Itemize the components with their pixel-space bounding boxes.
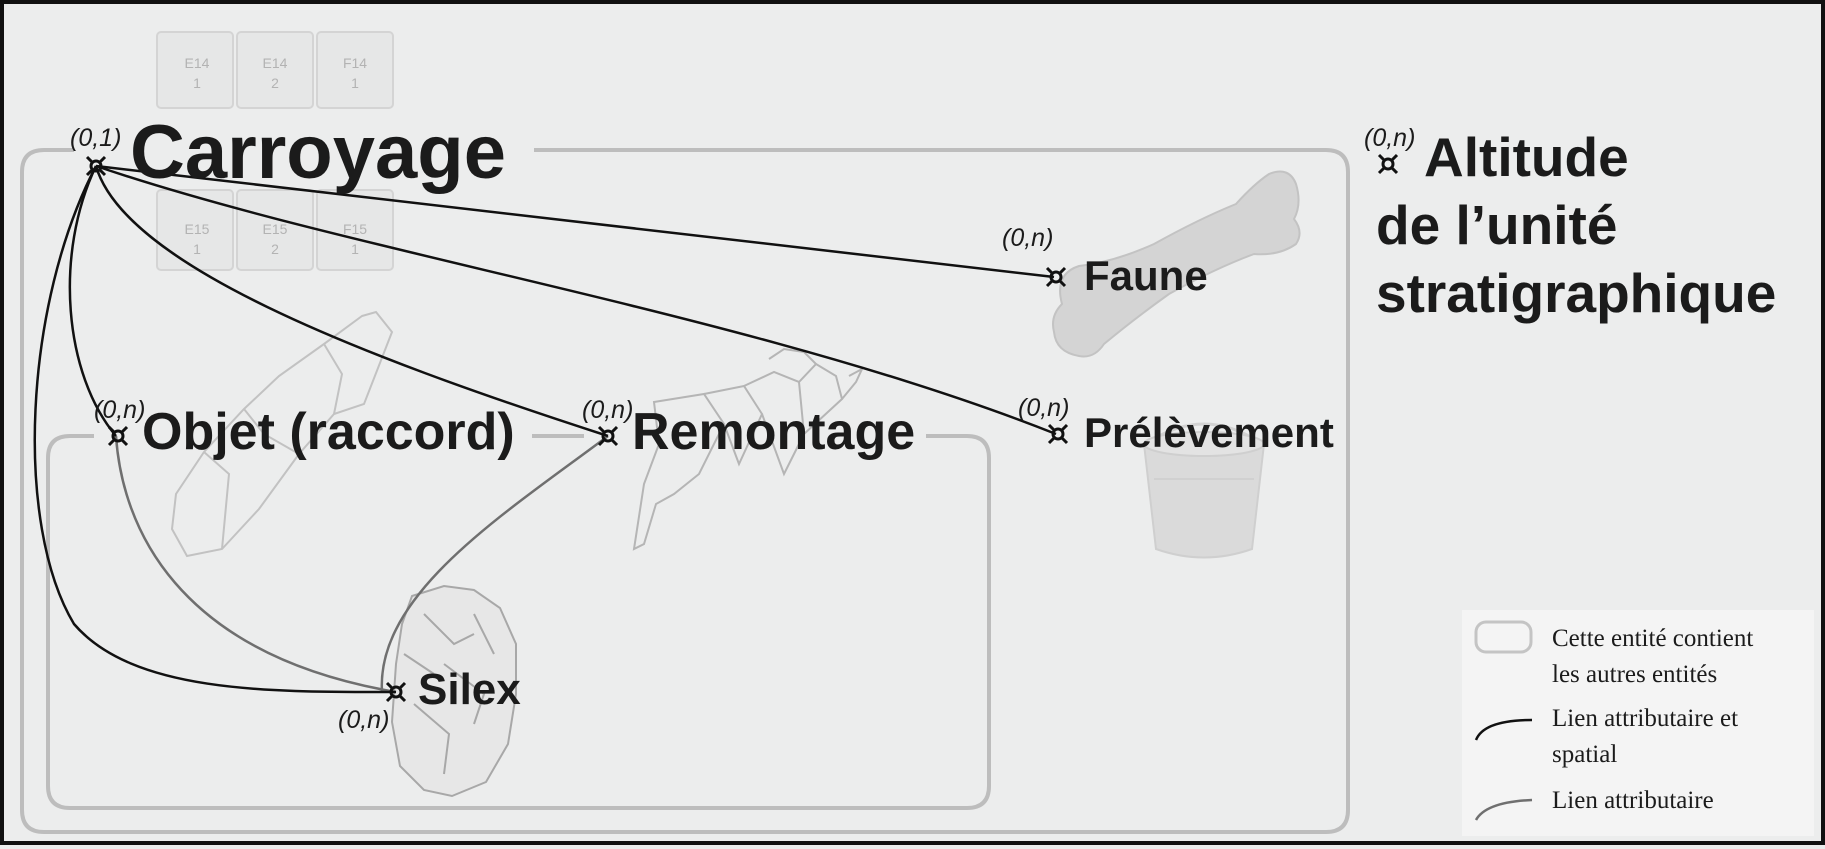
carroyage-container xyxy=(20,148,1350,834)
grid-cell xyxy=(156,189,234,271)
entity-cardinality: (0,1) xyxy=(70,124,121,152)
carroyage-grid xyxy=(156,31,394,271)
legend-spatial-label: spatial xyxy=(1552,741,1617,768)
grid-cell xyxy=(156,31,234,109)
legend-container-label: Cette entité contient xyxy=(1552,625,1753,652)
legend-spatial-swatch xyxy=(1474,718,1533,741)
spatial-link-carroyage-objet xyxy=(68,165,117,437)
legend: Cette entité contient les autres entités… xyxy=(1462,610,1814,836)
grid-cell-col: F15 xyxy=(343,221,367,237)
grid-cell-col: F14 xyxy=(343,55,367,71)
entity-name: Prélèvement xyxy=(1084,409,1334,456)
entity-cardinality: (0,n) xyxy=(338,706,389,734)
grid-cell xyxy=(236,31,314,109)
entity-name-line: stratigraphique xyxy=(1376,262,1776,324)
grid-cell-col: E14 xyxy=(263,55,288,71)
grid-cell-row: 2 xyxy=(271,75,279,91)
connector-icon xyxy=(1377,153,1399,175)
core-icon xyxy=(390,584,517,798)
bucket-icon xyxy=(1142,422,1266,559)
entity-name-line: Altitude xyxy=(1424,126,1629,188)
legend-container-swatch xyxy=(1474,620,1533,654)
entity-cardinality: (0,n) xyxy=(1364,124,1415,152)
flint-tool-icon xyxy=(170,310,394,558)
entity-cardinality: (0,n) xyxy=(1002,224,1053,252)
entity-relationship-diagram: E14 1 E14 2 F14 1 E15 1 E15 2 F15 1 xyxy=(20,31,1814,836)
grid-cell-col: E15 xyxy=(185,221,210,237)
entity-carroyage: Carroyage (0,1) xyxy=(70,110,506,195)
legend-spatial-label: Lien attributaire et xyxy=(1552,705,1738,732)
legend-container-label: les autres entités xyxy=(1552,661,1717,688)
entity-cardinality: (0,n) xyxy=(1018,394,1069,422)
connector-icon xyxy=(1045,266,1067,288)
entity-remontage: Remontage (0,n) xyxy=(582,396,915,461)
legend-background xyxy=(1462,610,1814,836)
connector-icon xyxy=(107,425,129,447)
grid-cell xyxy=(316,31,394,109)
grid-cell-row: 1 xyxy=(351,75,359,91)
entity-faune: Faune (0,n) xyxy=(1002,224,1208,299)
grid-cell-row: 1 xyxy=(193,75,201,91)
entity-prelevement: Prélèvement (0,n) xyxy=(1018,394,1334,456)
spatial-link-carroyage-prelevement xyxy=(95,164,1057,436)
attribute-link-objet-silex xyxy=(114,435,397,694)
grid-labels: E14 1 E14 2 F14 1 E15 1 E15 2 F15 1 xyxy=(185,55,368,257)
connector-icon xyxy=(1047,423,1069,445)
entity-name: Silex xyxy=(418,665,521,714)
entity-name: Remontage xyxy=(632,403,915,461)
entity-cardinality: (0,n) xyxy=(94,396,145,424)
entity-altitude: Altitude de l’unité stratigraphique (0,n… xyxy=(1364,124,1776,324)
grid-cell xyxy=(236,189,314,271)
spatial-link-carroyage-faune xyxy=(95,164,1055,279)
objet-container xyxy=(46,434,991,810)
entity-name-line: de l’unité xyxy=(1376,194,1617,256)
attribute-link-remontage-silex xyxy=(380,434,609,693)
entity-objet: Objet (raccord) (0,n) xyxy=(94,396,515,461)
legend-attribute-swatch xyxy=(1474,798,1533,821)
spatial-link-carroyage-remontage xyxy=(94,165,609,438)
bone-icon xyxy=(1052,170,1301,358)
entity-cardinality: (0,n) xyxy=(582,396,633,424)
grid-cell-row: 1 xyxy=(193,241,201,257)
grid-cell-row: 1 xyxy=(351,241,359,257)
grid-cell-col: E15 xyxy=(263,221,288,237)
entity-name: Carroyage xyxy=(130,110,506,195)
entity-name: Faune xyxy=(1084,252,1208,299)
entity-silex: Silex (0,n) xyxy=(338,665,521,734)
legend-attribute-label: Lien attributaire xyxy=(1552,787,1714,814)
spatial-link-carroyage-silex xyxy=(33,165,397,694)
grid-cell-row: 2 xyxy=(271,241,279,257)
grid-cell-col: E14 xyxy=(185,55,210,71)
refit-fragments-icon xyxy=(632,347,865,551)
entity-name: Objet (raccord) xyxy=(142,403,515,461)
